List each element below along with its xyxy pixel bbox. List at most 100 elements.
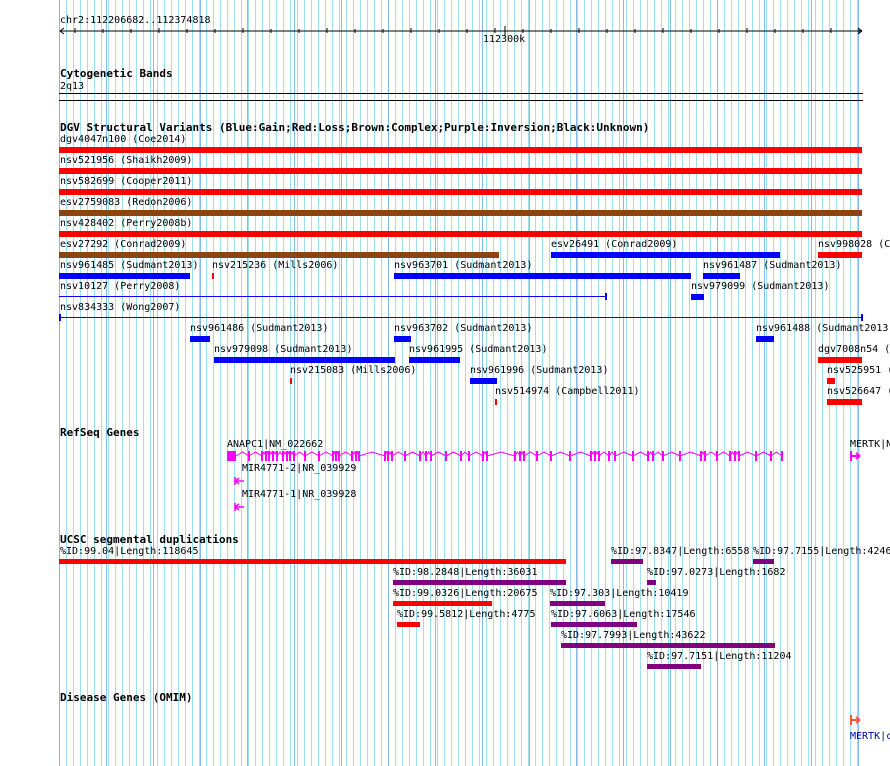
exon — [704, 451, 706, 461]
gene-label-anapc1[interactable]: ANAPC1|NM_022662 — [227, 439, 324, 450]
segdup-bar[interactable] — [550, 601, 605, 606]
variant-label[interactable]: dgv7008n54 ( — [818, 344, 890, 355]
segdup-label[interactable]: %ID:97.303|Length:10419 — [550, 588, 689, 599]
variant-label[interactable]: nsv998028 (C — [818, 239, 890, 250]
segdup-label[interactable]: %ID:97.6063|Length:17546 — [551, 609, 696, 620]
variant-label[interactable]: esv2759083 (Redon2006) — [60, 197, 193, 208]
variant-label[interactable]: nsv961995 (Sudmant2013) — [409, 344, 548, 355]
track-title-segdup[interactable]: UCSC segmental duplications — [60, 533, 239, 546]
variant-label[interactable]: nsv961486 (Sudmant2013) — [190, 323, 329, 334]
track-title-dgv[interactable]: DGV Structural Variants (Blue:Gain;Red:L… — [60, 121, 650, 134]
variant-bar[interactable] — [394, 273, 691, 279]
omim-arrow-right-icon[interactable] — [849, 714, 863, 726]
variant-label[interactable]: nsv979099 (Sudmant2013) — [691, 281, 830, 292]
location-label: chr2:112206682..112374818 — [60, 15, 211, 26]
segdup-bar[interactable] — [397, 622, 420, 627]
variant-label[interactable]: nsv215236 (Mills2006) — [212, 260, 339, 271]
variant-bar[interactable] — [212, 273, 214, 279]
variant-bar[interactable] — [59, 147, 862, 153]
variant-bar[interactable] — [409, 357, 460, 363]
segdup-bar[interactable] — [561, 643, 775, 648]
variant-bar[interactable] — [818, 252, 862, 258]
segdup-label[interactable]: %ID:99.04|Length:118645 — [60, 546, 199, 557]
segdup-label[interactable]: %ID:97.8347|Length:6558 — [611, 546, 750, 557]
exon — [781, 451, 783, 461]
variant-bar[interactable] — [214, 357, 395, 363]
segdup-label[interactable]: %ID:98.2848|Length:36031 — [393, 567, 538, 578]
gene-arrow-right-icon[interactable] — [849, 450, 863, 462]
variant-bar[interactable] — [59, 189, 862, 195]
variant-bar[interactable] — [756, 336, 774, 342]
gene-arrow-left-icon[interactable] — [232, 502, 246, 512]
variant-bar[interactable] — [59, 252, 499, 258]
segdup-bar[interactable] — [393, 601, 492, 606]
segdup-bar[interactable] — [753, 559, 774, 564]
segdup-label[interactable]: %ID:97.7155|Length:4246 — [753, 546, 890, 557]
variant-label[interactable]: nsv961996 (Sudmant2013) — [470, 365, 609, 376]
variant-bar[interactable] — [59, 210, 862, 216]
variant-bar[interactable] — [827, 378, 835, 384]
variant-bar[interactable] — [470, 378, 497, 384]
segdup-label[interactable]: %ID:99.0326|Length:20675 — [393, 588, 538, 599]
variant-label[interactable]: nsv961485 (Sudmant2013) — [60, 260, 199, 271]
variant-label[interactable]: nsv979098 (Sudmant2013) — [214, 344, 353, 355]
track-title-refseq[interactable]: RefSeq Genes — [60, 426, 140, 439]
variant-bar[interactable] — [703, 273, 740, 279]
variant-label[interactable]: nsv521956 (Shaikh2009) — [60, 155, 193, 166]
exon — [652, 451, 654, 461]
ruler[interactable] — [58, 24, 866, 38]
gene-label-mir4771-2[interactable]: MIR4771-2|NR_039929 — [242, 463, 357, 474]
variant-label[interactable]: nsv10127 (Perry2008) — [60, 281, 181, 292]
variant-label[interactable]: nsv514974 (Campbell2011) — [495, 386, 640, 397]
segdup-bar[interactable] — [551, 622, 637, 627]
variant-label[interactable]: nsv526647 ( — [827, 386, 890, 397]
variant-label[interactable]: nsv961487 (Sudmant2013) — [703, 260, 842, 271]
gene-label-mir4771-1[interactable]: MIR4771-1|NR_039928 — [242, 489, 357, 500]
exon — [355, 451, 357, 461]
variant-bar[interactable] — [59, 273, 190, 279]
variant-bar[interactable] — [827, 399, 862, 405]
variant-label[interactable]: nsv215083 (Mills2006) — [290, 365, 417, 376]
gene-arrow-left-icon[interactable] — [232, 476, 246, 486]
variant-bar[interactable] — [59, 317, 862, 318]
exon — [272, 451, 274, 461]
variant-bar[interactable] — [290, 378, 292, 384]
variant-label[interactable]: nsv834333 (Wong2007) — [60, 302, 181, 313]
variant-label[interactable]: dgv4047n100 (Coe2014) — [60, 134, 187, 145]
variant-label[interactable]: nsv963701 (Sudmant2013) — [394, 260, 533, 271]
variant-bar[interactable] — [818, 357, 862, 363]
track-title-cytoband[interactable]: Cytogenetic Bands — [60, 67, 173, 80]
variant-label[interactable]: esv26491 (Conrad2009) — [551, 239, 678, 250]
exon — [248, 451, 250, 461]
grid-lines — [59, 0, 863, 766]
variant-bar[interactable] — [190, 336, 210, 342]
segdup-label[interactable]: %ID:97.0273|Length:1682 — [647, 567, 786, 578]
segdup-label[interactable]: %ID:99.5812|Length:4775 — [397, 609, 536, 620]
variant-bar[interactable] — [691, 294, 704, 300]
segdup-bar[interactable] — [647, 580, 656, 585]
variant-bar[interactable] — [59, 168, 862, 174]
segdup-bar[interactable] — [393, 580, 566, 585]
gene-label-mertk[interactable]: MERTK|N — [850, 439, 890, 450]
track-title-omim[interactable]: Disease Genes (OMIM) — [60, 691, 193, 704]
gene-anapc1[interactable] — [225, 449, 785, 463]
segdup-label[interactable]: %ID:97.7151|Length:11204 — [647, 651, 792, 662]
segdup-bar[interactable] — [611, 559, 643, 564]
variant-bar[interactable] — [59, 296, 606, 297]
exon — [460, 451, 462, 461]
variant-label[interactable]: nsv961488 (Sudmant2013 — [756, 323, 889, 334]
variant-bar[interactable] — [59, 231, 862, 237]
variant-label[interactable]: nsv963702 (Sudmant2013) — [394, 323, 533, 334]
variant-label[interactable]: nsv428402 (Perry2008b) — [60, 218, 193, 229]
variant-bar[interactable] — [394, 336, 411, 342]
variant-label[interactable]: nsv525951 ( — [827, 365, 890, 376]
variant-label[interactable]: nsv582699 (Cooper2011) — [60, 176, 193, 187]
omim-gene-label[interactable]: MERTK|c — [850, 731, 890, 742]
segdup-bar[interactable] — [647, 664, 701, 669]
segdup-bar[interactable] — [59, 559, 566, 564]
variant-label[interactable]: esv27292 (Conrad2009) — [60, 239, 187, 250]
segdup-label[interactable]: %ID:97.7993|Length:43622 — [561, 630, 706, 641]
variant-bar[interactable] — [551, 252, 780, 258]
variant-bar[interactable] — [495, 399, 497, 405]
exon — [738, 451, 740, 461]
